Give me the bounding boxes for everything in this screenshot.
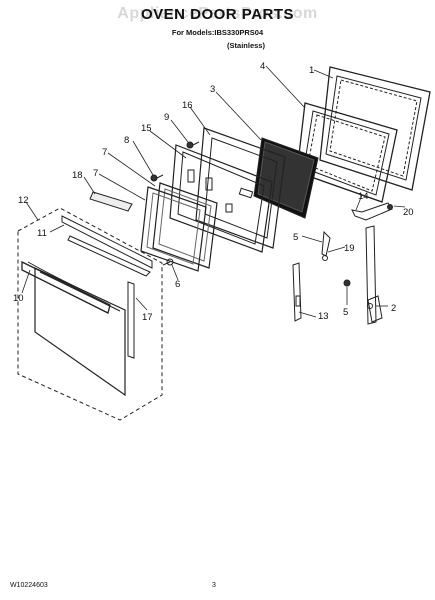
callout-14: 14 bbox=[358, 191, 369, 202]
callout-15: 15 bbox=[141, 123, 152, 134]
part-glass-pane-front bbox=[140, 186, 207, 272]
part-side-strip bbox=[127, 281, 135, 359]
callout-17: 17 bbox=[142, 312, 153, 323]
callout-13: 13 bbox=[318, 311, 329, 322]
part-screw-8 bbox=[150, 174, 164, 182]
part-door-assembly bbox=[17, 207, 163, 421]
model-subtitle: For Models:IBS330PRS04 bbox=[171, 28, 264, 37]
watermark: AppliancePartsPros.com bbox=[117, 5, 318, 22]
part-door-skin bbox=[34, 267, 126, 397]
callout-16: 16 bbox=[182, 100, 193, 111]
callout-7b: 7 bbox=[93, 168, 98, 179]
callout-4: 4 bbox=[260, 61, 265, 72]
callout-9: 9 bbox=[164, 112, 169, 123]
callout-1: 1 bbox=[309, 65, 314, 76]
page-number: 3 bbox=[212, 582, 216, 589]
page-title: OVEN DOOR PARTS bbox=[140, 6, 295, 23]
part-door-frame bbox=[319, 66, 431, 191]
part-trim-strip bbox=[89, 191, 133, 212]
callout-5b: 5 bbox=[343, 307, 348, 318]
part-screw-6 bbox=[162, 258, 174, 266]
callout-labels: 1 2 3 4 5 5 6 7 7 8 9 10 11 12 13 14 15 … bbox=[13, 61, 414, 323]
part-screw-9 bbox=[186, 141, 200, 149]
finish-subtitle: (Stainless) bbox=[227, 41, 265, 50]
part-hinge-assembly bbox=[365, 225, 383, 325]
part-clip-19 bbox=[321, 230, 331, 261]
part-screw-5 bbox=[343, 279, 351, 287]
callout-18: 18 bbox=[72, 170, 83, 181]
part-hinge-bracket bbox=[351, 202, 393, 221]
part-hinge-rod bbox=[292, 262, 302, 322]
callout-6: 6 bbox=[175, 279, 180, 290]
callout-10: 10 bbox=[13, 293, 24, 304]
callout-5: 5 bbox=[293, 232, 298, 243]
part-inner-frame bbox=[296, 102, 398, 203]
part-door-liner bbox=[169, 144, 273, 253]
part-panel-frame bbox=[195, 127, 286, 249]
callout-19: 19 bbox=[344, 243, 355, 254]
part-glass bbox=[253, 137, 319, 219]
callout-8: 8 bbox=[124, 135, 129, 146]
document-number: W10224603 bbox=[10, 582, 48, 589]
leader-lines bbox=[21, 65, 406, 318]
callout-11: 11 bbox=[37, 228, 47, 239]
callout-20: 20 bbox=[403, 207, 414, 218]
part-glass-pane-rear bbox=[152, 182, 218, 269]
part-top-trim bbox=[61, 215, 153, 277]
callout-12: 12 bbox=[18, 195, 29, 206]
callout-3: 3 bbox=[210, 84, 215, 95]
callout-2: 2 bbox=[391, 303, 396, 314]
callout-7: 7 bbox=[102, 147, 107, 158]
